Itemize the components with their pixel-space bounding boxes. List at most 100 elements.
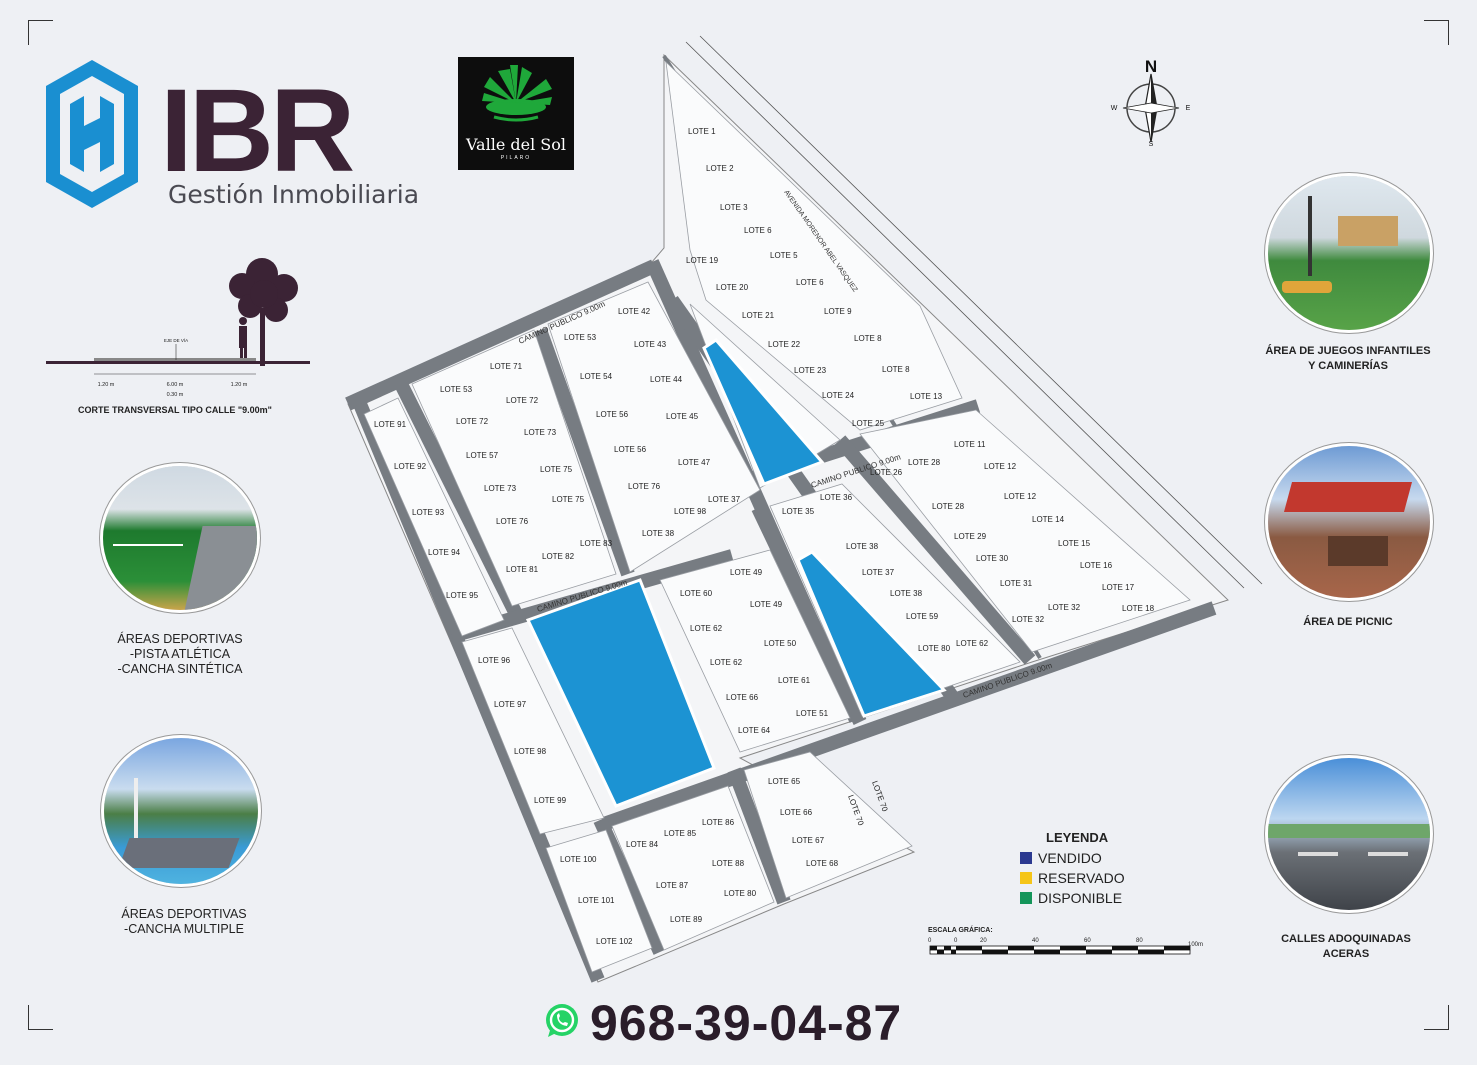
lot-label: LOTE 35: [782, 507, 815, 516]
legend-label: DISPONIBLE: [1038, 890, 1123, 906]
lot-label: LOTE 32: [1048, 603, 1081, 612]
lot-label: LOTE 38: [642, 529, 675, 538]
lot-label: LOTE 17: [1102, 583, 1135, 592]
phone-number[interactable]: 968-39-04-87: [590, 995, 903, 1051]
scale-tick: 0: [928, 938, 932, 944]
lot-label: LOTE 28: [932, 502, 965, 511]
lot-label: LOTE 61: [778, 676, 811, 685]
person-icon: [239, 317, 247, 364]
scale-tick: 100m: [1188, 942, 1203, 948]
compass-w-label: W: [1111, 105, 1118, 112]
lot-label: LOTE 72: [506, 396, 539, 405]
lot-label: LOTE 9: [824, 307, 852, 316]
lot-label: LOTE 66: [726, 693, 759, 702]
lot-label: LOTE 8: [882, 365, 910, 374]
lot-label: LOTE 19: [686, 256, 719, 265]
partner-logo: Valle del Sol PILARO: [458, 57, 574, 170]
dim-right: 1.20 m: [231, 382, 248, 388]
lot-label: LOTE 26: [870, 468, 903, 477]
dim-curb: 0.30 m: [167, 392, 184, 398]
lot-label: LOTE 24: [822, 391, 855, 400]
legend-label: VENDIDO: [1038, 850, 1102, 866]
brand-subtitle: Gestión Inmobiliaria: [168, 180, 420, 209]
lot-label: LOTE 75: [552, 495, 585, 504]
lot-label: LOTE 101: [578, 896, 615, 905]
caption-line: ÁREAS DEPORTIVAS: [121, 907, 247, 921]
track-caption: ÁREAS DEPORTIVAS -PISTA ATLÉTICA -CANCHA…: [80, 632, 280, 677]
lot-label: LOTE 81: [506, 565, 539, 574]
compass-n-label: N: [1145, 57, 1157, 76]
lot-label: LOTE 38: [846, 542, 879, 551]
lot-label: LOTE 67: [792, 836, 825, 845]
avenue-edge: [699, 35, 1263, 585]
whatsapp-icon[interactable]: [542, 1001, 582, 1041]
scale-tick: 40: [1032, 938, 1039, 944]
caption-line: ÁREA DE JUEGOS INFANTILES: [1265, 345, 1431, 357]
crop-mark-top-right: [1424, 20, 1449, 45]
lot-label: LOTE 51: [796, 709, 829, 718]
lot-label: LOTE 50: [764, 639, 797, 648]
lot-label: LOTE 65: [768, 777, 801, 786]
lot-label: LOTE 72: [456, 417, 489, 426]
lot-label: LOTE 57: [466, 451, 499, 460]
partner-sub: PILARO: [500, 155, 532, 161]
lot-label: LOTE 80: [724, 889, 757, 898]
lot-label: LOTE 75: [540, 465, 573, 474]
lot-label: LOTE 38: [890, 589, 923, 598]
lot-label: LOTE 70: [870, 780, 890, 814]
lot-label: LOTE 62: [956, 639, 989, 648]
lot-label: LOTE 37: [708, 495, 741, 504]
crop-mark-bottom-right: [1424, 1005, 1449, 1030]
lot-label: LOTE 73: [484, 484, 517, 493]
caption-line: -CANCHA MULTIPLE: [124, 922, 244, 936]
lot-label: LOTE 99: [534, 796, 567, 805]
caption-line: ÁREAS DEPORTIVAS: [117, 632, 243, 646]
lot-label: LOTE 14: [1032, 515, 1065, 524]
lot-label: LOTE 29: [954, 532, 987, 541]
playground-photo: [1268, 176, 1430, 330]
compass-e-label: E: [1186, 105, 1191, 112]
playground-caption: ÁREA DE JUEGOS INFANTILES Y CAMINERÍAS: [1248, 344, 1448, 374]
picnic-photo: [1268, 446, 1430, 598]
ibr-logo-icon: [46, 60, 138, 208]
legend-swatch: [1020, 852, 1032, 864]
lot-label: LOTE 66: [780, 808, 813, 817]
lot-label: LOTE 60: [680, 589, 713, 598]
legend-item-disponible: DISPONIBLE: [1020, 888, 1125, 908]
crop-mark-top-left: [28, 20, 53, 45]
lot-label: LOTE 88: [712, 859, 745, 868]
scale-tick: 80: [1136, 938, 1143, 944]
caption-line: CALLES ADOQUINADAS: [1281, 933, 1411, 945]
legend-swatch: [1020, 872, 1032, 884]
lot-label: LOTE 12: [1004, 492, 1037, 501]
tree-icon: [229, 258, 298, 366]
scale-title: ESCALA GRÁFICA:: [928, 925, 993, 934]
lot-label: LOTE 92: [394, 462, 427, 471]
caption-line: -PISTA ATLÉTICA: [129, 647, 231, 661]
lot-label: LOTE 91: [374, 420, 407, 429]
lot-label: LOTE 3: [720, 203, 748, 212]
brand-title: IBR: [160, 65, 355, 197]
street-photo: [1268, 758, 1430, 910]
lot-label: LOTE 44: [650, 375, 683, 384]
lot-label: LOTE 45: [666, 412, 699, 421]
lot-label: LOTE 11: [954, 440, 986, 449]
legend: LEYENDA VENDIDO RESERVADO DISPONIBLE: [1020, 830, 1125, 908]
lot-label: LOTE 53: [440, 385, 473, 394]
sun-palm-icon: [482, 65, 552, 122]
lot-label: LOTE 80: [918, 644, 951, 653]
lot-label: LOTE 64: [738, 726, 771, 735]
lot-label: LOTE 76: [496, 517, 529, 526]
lot-label: LOTE 5: [770, 251, 798, 260]
lot-label: LOTE 42: [618, 307, 651, 316]
scale-tick: 0: [954, 938, 958, 944]
legend-swatch: [1020, 892, 1032, 904]
lot-label: LOTE 28: [908, 458, 941, 467]
legend-item-reservado: RESERVADO: [1020, 868, 1125, 888]
lot-label: LOTE 97: [494, 700, 527, 709]
compass-rose-icon: N S E W: [1111, 57, 1191, 148]
compass-s-label: S: [1149, 141, 1154, 148]
lot-label: LOTE 93: [412, 508, 445, 517]
court-caption: ÁREAS DEPORTIVAS -CANCHA MULTIPLE: [84, 907, 284, 937]
